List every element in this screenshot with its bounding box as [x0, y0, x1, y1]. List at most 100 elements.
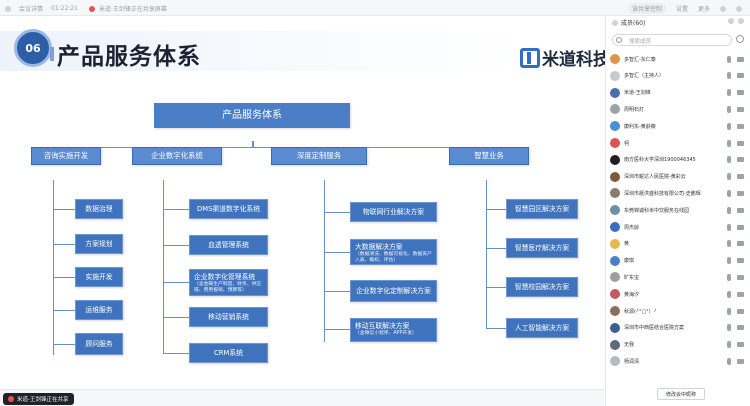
- camera-icon: [737, 358, 744, 364]
- participant-row[interactable]: 多智汇-东仁泰: [606, 52, 750, 66]
- minimize-icon[interactable]: [720, 5, 726, 12]
- mic-icon: [727, 122, 731, 130]
- mic-icon: [727, 105, 731, 113]
- connector-line: [53, 310, 75, 311]
- participant-name: 周明石灯: [624, 106, 645, 113]
- settings-button[interactable]: 设置: [675, 6, 688, 13]
- participant-name: 黄: [624, 241, 630, 248]
- diagram-root-node: 产品服务体系: [154, 103, 350, 128]
- participant-row[interactable]: 深圳市中西医结合医院方案: [606, 321, 750, 335]
- participant-name: 黄海汐: [624, 291, 640, 298]
- leaf-node: 血透管理系统: [189, 235, 268, 255]
- slide-title: 产品服务体系: [57, 44, 201, 70]
- share-control-button[interactable]: 该共享控制: [627, 3, 666, 14]
- connector-line: [163, 317, 189, 318]
- close-icon[interactable]: [736, 5, 742, 12]
- mic-icon: [727, 156, 731, 164]
- connector-line: [486, 328, 506, 329]
- participant-row[interactable]: 旷东宝: [606, 270, 750, 284]
- camera-icon: [737, 308, 744, 314]
- panel-popout-icon[interactable]: [728, 18, 734, 24]
- category-consulting: 咨询实施开发: [31, 147, 101, 165]
- connector-line: [324, 252, 350, 253]
- more-button[interactable]: 更多: [697, 6, 710, 13]
- mic-icon: [727, 89, 731, 97]
- participant-row[interactable]: 南方医科大学深圳1900046345: [606, 153, 750, 167]
- leaf-node-title: 大数据解决方案: [355, 243, 403, 251]
- participant-row[interactable]: 无我: [606, 338, 750, 352]
- participant-name: 杨润清: [624, 358, 640, 365]
- participants-count: 成员(60): [621, 20, 646, 27]
- leaf-node-subtitle: （含金蝶生产制造、财务、供应链、费用报销、预算等）: [194, 282, 262, 293]
- participant-row[interactable]: 杨润清: [606, 354, 750, 368]
- avatar: [610, 121, 620, 132]
- logo-mark-icon: [520, 47, 540, 68]
- connector-line: [486, 180, 487, 329]
- connector-line: [163, 180, 164, 354]
- participant-row[interactable]: 深圳市晨洪盛科技有限公司-史鹏辉: [606, 186, 750, 200]
- company-logo: 米道科技: [520, 45, 610, 70]
- connector-line: [324, 291, 350, 292]
- avatar: [610, 138, 620, 148]
- shared-slide: 06 产品服务体系 米道科技: [0, 17, 610, 389]
- camera-icon: [737, 106, 744, 112]
- participant-row[interactable]: 黄: [606, 237, 750, 251]
- participant-row[interactable]: 米道-王剑锋: [606, 86, 750, 100]
- participant-row[interactable]: 周杰龄: [606, 220, 750, 234]
- connector-line: [53, 209, 75, 210]
- participant-row[interactable]: 柯: [606, 136, 750, 150]
- org-diagram: 产品服务体系 咨询实施开发 企业数字化系统 深度定制服务 智慧业务 数据治理 方…: [0, 17, 604, 389]
- sharing-status-badge[interactable]: 米道-王剑锋正在共享: [3, 393, 74, 405]
- connector-line: [324, 180, 325, 342]
- leaf-node: 顾问服务: [75, 333, 123, 355]
- participant-row[interactable]: 黄海汐: [606, 287, 750, 301]
- header-band: [0, 31, 520, 71]
- participant-row[interactable]: 秋源(╯°□°）╯: [606, 304, 750, 318]
- connector-line: [163, 282, 189, 283]
- meeting-title: 米道·王剑锋正在共享屏幕: [99, 6, 167, 13]
- panel-close-icon[interactable]: [738, 18, 744, 24]
- search-input[interactable]: 搜索成员: [612, 34, 732, 46]
- mic-icon: [727, 324, 731, 332]
- logo-text: 米道科技: [542, 50, 610, 70]
- leaf-node: DMS渠道数字化系统: [189, 199, 268, 219]
- meeting-info-link[interactable]: 会议详情: [19, 6, 44, 13]
- rename-button[interactable]: 修改会中昵称: [657, 388, 705, 400]
- leaf-node-title: 企业数字化管理系统: [194, 273, 256, 281]
- leaf-node: 运维服务: [75, 300, 123, 320]
- avatar: [610, 272, 620, 283]
- participant-name: 米道-王剑锋: [624, 90, 651, 97]
- participant-name: 深圳市鲲达人民医院-黄彩云: [624, 174, 686, 181]
- participant-row[interactable]: 深圳市鲲达人民医院-黄彩云: [606, 170, 750, 184]
- participant-row[interactable]: 东莞锦诚科米中饮服务在线园: [606, 203, 750, 217]
- mic-icon: [727, 189, 731, 197]
- participant-row[interactable]: 康利东-黄龄薇: [606, 119, 750, 133]
- sharing-icon: [8, 396, 14, 402]
- category-enterprise-digital: 企业数字化系统: [132, 147, 222, 165]
- avatar: [610, 188, 620, 199]
- leaf-node: 方案规划: [75, 234, 123, 254]
- participant-row[interactable]: 康琪: [606, 254, 750, 268]
- connector-line: [486, 248, 506, 249]
- mic-icon: [727, 139, 731, 147]
- connector-line: [163, 209, 189, 210]
- camera-icon: [737, 241, 744, 247]
- connector-line: [53, 344, 75, 345]
- participants-panel: 成员(60) 搜索成员 多智汇-东仁泰多智汇（主持人） 米道-王剑锋周明石灯康利东…: [605, 16, 750, 406]
- leaf-node: 大数据解决方案 （数据清洗、数据可视化、数据资产入表、确权、评估）: [350, 239, 437, 265]
- leaf-node: 智慧园区解决方案: [506, 199, 578, 219]
- category-custom-service: 深度定制服务: [271, 147, 367, 165]
- participant-row[interactable]: 多智汇（主持人）: [606, 69, 750, 83]
- leaf-node: 物联网行业解决方案: [350, 202, 437, 222]
- leaf-node: 智慧医疗解决方案: [506, 238, 578, 258]
- participant-name: 柯: [624, 140, 630, 147]
- participant-name: 深圳市晨洪盛科技有限公司-史鹏辉: [624, 190, 701, 197]
- leaf-node: 企业数字化定制解决方案: [350, 280, 437, 302]
- invite-member-icon[interactable]: [736, 35, 744, 43]
- leaf-node: 智慧校园解决方案: [506, 277, 578, 297]
- participant-row[interactable]: 周明石灯: [606, 102, 750, 116]
- avatar: [610, 306, 620, 316]
- camera-icon: [737, 140, 744, 146]
- avatar: [610, 171, 620, 182]
